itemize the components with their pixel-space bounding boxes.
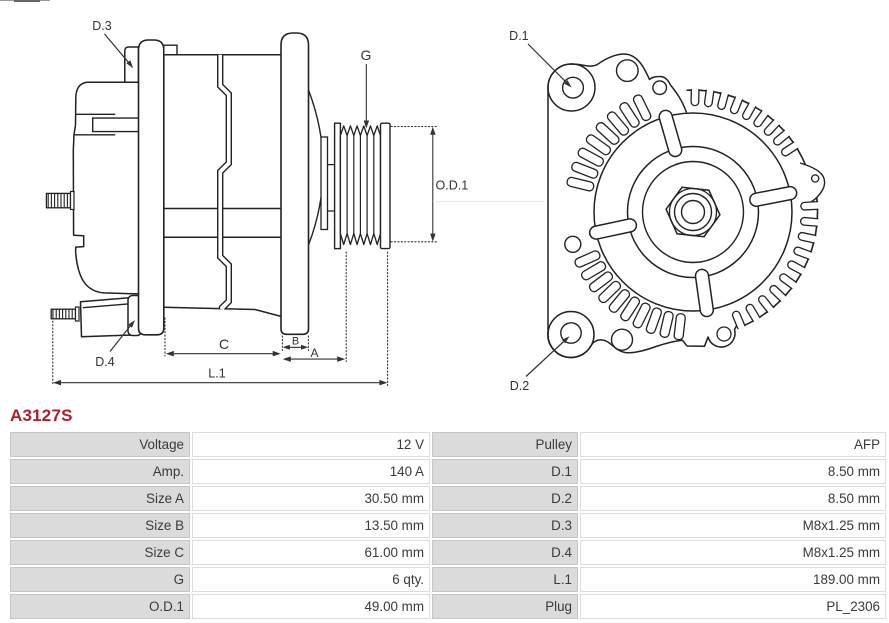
svg-text:C: C [219,336,229,352]
svg-text:A: A [310,346,318,360]
svg-text:B: B [292,335,299,347]
svg-text:G: G [361,47,372,63]
svg-text:O.D.1: O.D.1 [436,179,469,193]
svg-text:D.2: D.2 [510,379,530,393]
svg-text:D.3: D.3 [92,19,112,33]
svg-text:D.4: D.4 [95,355,115,369]
svg-text:L.1: L.1 [208,367,225,381]
svg-text:D.1: D.1 [509,29,529,43]
